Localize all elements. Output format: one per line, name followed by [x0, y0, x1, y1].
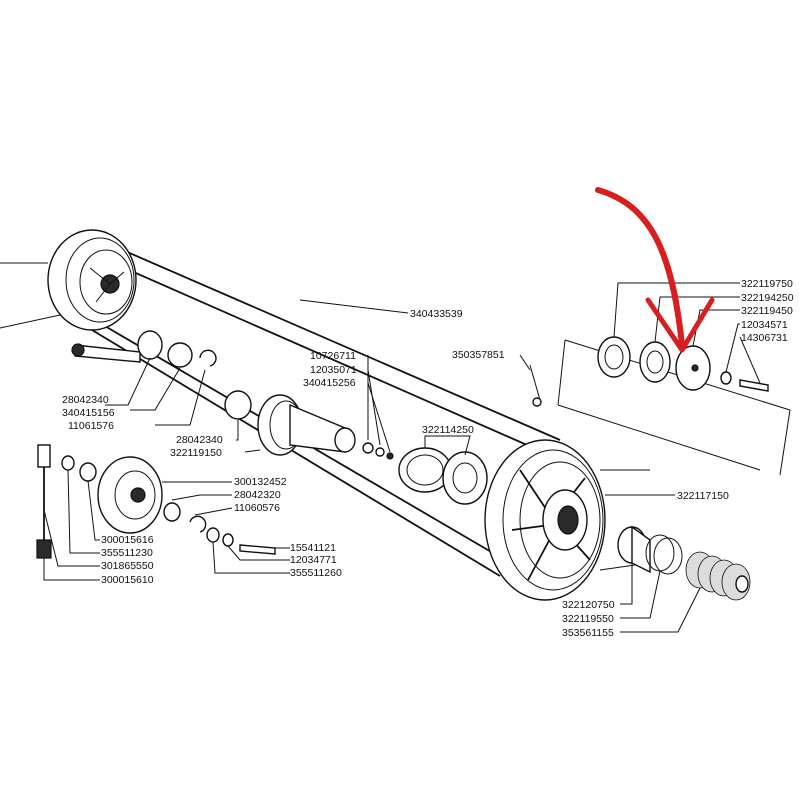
label-322120750: 322120750 — [562, 599, 615, 611]
label-12035071: 12035071 — [310, 364, 357, 376]
label-15541121: 15541121 — [290, 542, 336, 554]
tensioner-disc-group — [529, 336, 791, 476]
shaft-hub-assembly — [257, 394, 488, 505]
label-322117150: 322117150 — [677, 490, 729, 502]
label-340415156: 340415156 — [62, 407, 115, 419]
label-322119750: 322119750 — [741, 278, 793, 290]
label-10726711: 10726711 — [310, 350, 356, 362]
label-322114250: 322114250 — [422, 424, 474, 436]
label-322119150: 322119150 — [170, 447, 222, 459]
driven-pulley — [484, 439, 650, 601]
input-shaft-parts — [71, 330, 252, 420]
label-350357851: 350357851 — [452, 349, 505, 361]
red-annotation-arrow — [595, 187, 715, 353]
label-300015610: 300015610 — [101, 574, 154, 586]
part-number-labels: 322119750 322194250 322119450 12034571 1… — [62, 278, 794, 639]
label-300132452: 300132452 — [234, 476, 287, 488]
spring-group — [617, 525, 751, 601]
label-12034571: 12034571 — [741, 319, 788, 331]
label-28042340-a: 28042340 — [62, 394, 109, 406]
label-301865550: 301865550 — [101, 560, 154, 572]
label-11060576: 11060576 — [234, 502, 280, 514]
label-340433539: 340433539 — [410, 308, 463, 320]
label-12034771: 12034771 — [290, 554, 337, 566]
label-355511260: 355511260 — [290, 567, 342, 579]
idler-pulley-group — [36, 444, 276, 559]
label-14306731: 14306731 — [741, 332, 788, 344]
label-300015616: 300015616 — [101, 534, 154, 546]
label-322119550: 322119550 — [562, 613, 614, 625]
label-11061576: 11061576 — [68, 420, 114, 432]
left-drive-pulley — [0, 229, 137, 331]
leader-lines — [43, 282, 761, 633]
label-28042340-b: 28042340 — [176, 434, 223, 446]
label-355511230: 355511230 — [101, 547, 153, 559]
label-28042320: 28042320 — [234, 489, 281, 501]
label-322119450: 322119450 — [741, 305, 793, 317]
label-340415256: 340415256 — [303, 377, 356, 389]
label-353561155: 353561155 — [562, 627, 614, 639]
label-322194250: 322194250 — [741, 292, 794, 304]
